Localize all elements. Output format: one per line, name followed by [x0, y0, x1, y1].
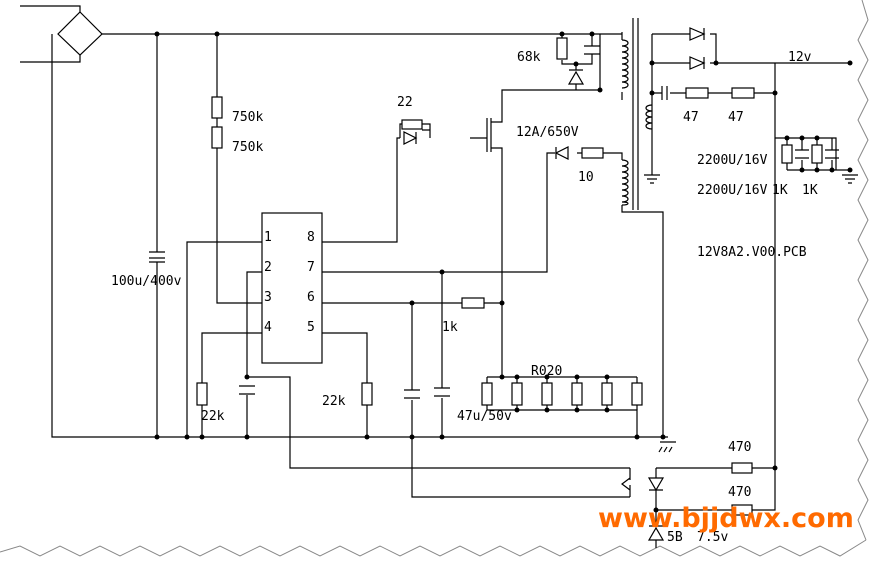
resistor-1k-a: [781, 144, 793, 164]
resistor-1k-b: [811, 144, 823, 164]
capacitor-2200-2: [825, 149, 839, 159]
ic-pin-8: 8: [307, 230, 315, 245]
ic-pin-3: 3: [264, 290, 272, 305]
capacitor-47u: [434, 387, 450, 397]
resistor-68k: [556, 37, 568, 60]
resistor-1k: [461, 297, 485, 309]
junctions: [154, 31, 853, 513]
label-7-5v: 7.5v: [697, 530, 728, 545]
pwm-ic: [261, 212, 323, 364]
ic-pin-5: 5: [307, 320, 315, 335]
label-pcb: 12V8A2.V00.PCB: [697, 245, 807, 260]
resistor-22k-1: [196, 382, 208, 406]
diode-snubber: [567, 69, 585, 85]
label-2200u-2: 2200U/16V: [697, 183, 768, 198]
sense-resistors: [481, 382, 643, 406]
wires: [20, 5, 850, 548]
label-470-1: 470: [728, 440, 751, 455]
label-47-1: 47: [683, 110, 699, 125]
torn-edge-bottom: [0, 539, 867, 557]
label-22k-1: 22k: [201, 409, 225, 424]
label-470-2: 470: [728, 485, 751, 500]
diode-gate: [403, 131, 418, 145]
capacitor-snubber: [584, 45, 600, 55]
label-1k-b: 1K: [802, 183, 818, 198]
label-47u: 47u/50v: [457, 409, 512, 424]
label-2200u-1: 2200U/16V: [697, 153, 768, 168]
ground-icon: [644, 174, 858, 184]
capacitor-pin6: [404, 389, 420, 399]
watermark: www.bjjdwx.com: [598, 503, 854, 534]
label-22: 22: [397, 95, 413, 110]
primary-winding: [621, 39, 629, 89]
label-68k: 68k: [517, 50, 541, 65]
label-r020: R020: [531, 364, 562, 379]
label-1k: 1k: [442, 320, 458, 335]
resistor-22k-2: [361, 382, 373, 406]
diode-aux: [554, 146, 569, 160]
label-47-2: 47: [728, 110, 744, 125]
ic-pin-1: 1: [264, 230, 272, 245]
label-750k-2: 750k: [232, 140, 263, 155]
capacitor-rc: [661, 86, 668, 100]
output-diodes: [689, 27, 706, 70]
components: [149, 27, 858, 541]
resistor-750k-2: [211, 126, 223, 149]
resistor-47-1: [685, 87, 709, 99]
secondary-winding: [645, 104, 653, 130]
capacitor-100u: [149, 251, 165, 263]
label-5b: 5B: [667, 530, 683, 545]
ic-pin-7: 7: [307, 260, 315, 275]
resistor-47-2: [731, 87, 755, 99]
zener-tl431: [647, 525, 665, 541]
ic-pin-2: 2: [264, 260, 272, 275]
resistor-470-2: [731, 504, 753, 516]
label-100u: 100u/400v: [111, 274, 182, 289]
label-22k-2: 22k: [322, 394, 346, 409]
ground-icon-primary: [658, 441, 676, 453]
ic-pin-4: 4: [264, 320, 272, 335]
aux-winding: [621, 159, 629, 206]
resistor-470-1: [731, 462, 753, 474]
label-10: 10: [578, 170, 594, 185]
capacitor-2200-1: [795, 149, 809, 159]
resistor-10: [581, 147, 604, 159]
resistor-22: [401, 119, 423, 130]
label-12v: 12v: [788, 50, 812, 65]
label-mosfet: 12A/650V: [516, 125, 579, 140]
optocoupler-led: [647, 477, 665, 492]
capacitor-pin2: [239, 385, 255, 395]
label-1k-a: 1K: [772, 183, 788, 198]
label-750k-1: 750k: [232, 110, 263, 125]
resistor-750k-1: [211, 96, 223, 119]
ic-pin-6: 6: [307, 290, 315, 305]
torn-edge-right: [857, 0, 869, 541]
